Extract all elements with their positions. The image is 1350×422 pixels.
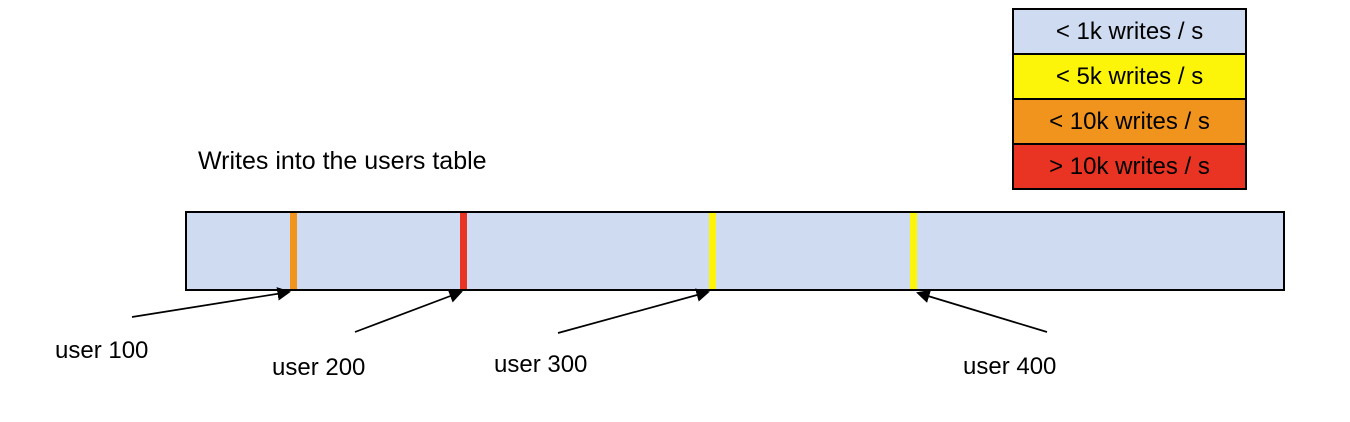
legend-item-lt-10k: < 10k writes / s bbox=[1012, 98, 1247, 145]
legend-item-lt-5k: < 5k writes / s bbox=[1012, 53, 1247, 100]
arrow-user-300 bbox=[557, 288, 710, 334]
diagram-title: Writes into the users table bbox=[198, 147, 487, 175]
arrow-user-100 bbox=[131, 287, 292, 318]
users-table-bar bbox=[185, 211, 1285, 291]
callout-label-user-200: user 200 bbox=[272, 354, 366, 381]
callout-label-user-100: user 100 bbox=[55, 337, 149, 364]
callout-label-user-300: user 300 bbox=[494, 351, 588, 378]
legend-item-lt-1k: < 1k writes / s bbox=[1012, 8, 1247, 55]
arrow-user-400 bbox=[916, 289, 1048, 333]
hotspot-stripe-user-300 bbox=[709, 213, 716, 289]
hotspot-stripe-user-200 bbox=[460, 213, 467, 289]
callout-label-user-400: user 400 bbox=[963, 353, 1057, 380]
hotspot-stripe-user-100 bbox=[290, 213, 297, 289]
legend: < 1k writes / s < 5k writes / s < 10k wr… bbox=[1012, 8, 1247, 190]
hotspot-stripe-user-400 bbox=[910, 213, 917, 289]
legend-item-gt-10k: > 10k writes / s bbox=[1012, 143, 1247, 190]
arrow-user-200 bbox=[354, 289, 463, 333]
